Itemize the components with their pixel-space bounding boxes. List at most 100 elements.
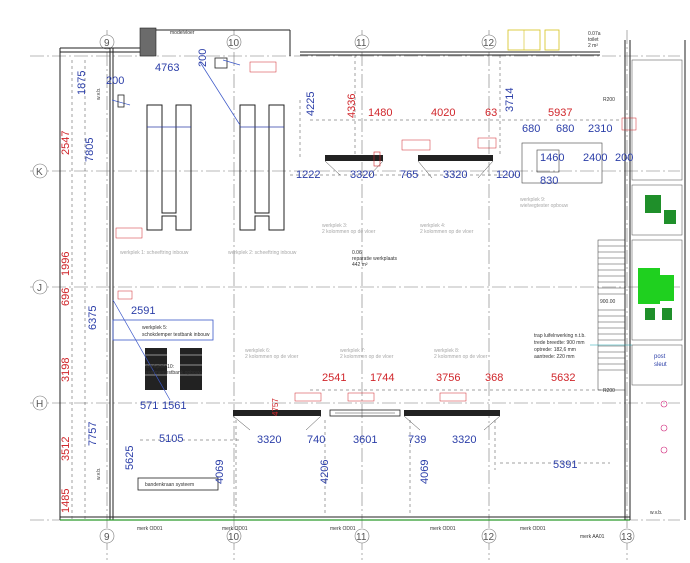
svg-text:7805: 7805 (84, 138, 96, 162)
svg-text:3320: 3320 (443, 169, 467, 181)
bottom-marks: merk OD01 merk OD01 merk OD01 merk OD01 … (137, 526, 605, 540)
toilet-room: 0.07a toilet 2 m² (507, 29, 601, 51)
svg-text:1200: 1200 (496, 169, 520, 181)
column-lift-k-west (324, 151, 384, 176)
svg-text:3756: 3756 (436, 372, 460, 384)
svg-text:2 kolommen op de vloer: 2 kolommen op de vloer (434, 354, 488, 360)
svg-text:1480: 1480 (368, 107, 392, 119)
svg-text:3198: 3198 (60, 358, 72, 382)
svg-text:3714: 3714 (504, 88, 516, 112)
grid-bubble-row-K: K (32, 163, 48, 179)
red-dimensions: 2547 1996 696 3198 3512 1485 4336 1480 4… (60, 94, 575, 513)
svg-text:sleut: sleut (654, 362, 667, 368)
svg-text:1460: 1460 (540, 152, 564, 164)
brake-tester (145, 348, 202, 390)
svg-text:2400: 2400 (583, 152, 607, 164)
grid-bubble-col-11: 11 11 (354, 34, 370, 544)
svg-text:1561: 1561 (162, 400, 186, 412)
svg-text:765: 765 (400, 169, 418, 181)
svg-text:2 kolommen op de vloer: 2 kolommen op de vloer (420, 229, 474, 235)
svg-text:4020: 4020 (431, 107, 455, 119)
svg-text:680: 680 (556, 123, 574, 135)
svg-text:1222: 1222 (296, 169, 320, 181)
svg-text:5632: 5632 (551, 372, 575, 384)
svg-text:werkplek 8:: werkplek 8: (434, 348, 459, 354)
grid-bubble-row-H: H (32, 395, 48, 411)
svg-text:1875: 1875 (76, 71, 88, 95)
svg-text:9: 9 (104, 532, 110, 543)
svg-text:830: 830 (540, 175, 558, 187)
svg-text:R200: R200 (603, 97, 615, 103)
red-annotations (115, 61, 637, 402)
svg-text:werkplek 2: scheeftring inbouw: werkplek 2: scheeftring inbouw (228, 250, 297, 256)
svg-text:w.v.b.: w.v.b. (96, 468, 102, 480)
svg-text:200: 200 (197, 49, 209, 67)
svg-text:merk OD01: merk OD01 (222, 526, 248, 532)
svg-text:post: post (654, 354, 666, 360)
grid-bubble-col-10: 10 10 (226, 34, 242, 544)
svg-text:K: K (36, 167, 43, 178)
svg-text:13: 13 (621, 532, 633, 543)
workplace-labels: werkplek 1: scheeftring inbouw werkplek … (96, 88, 662, 516)
svg-text:wielvegtester opbouw: wielvegtester opbouw (520, 203, 568, 209)
stair: 900.00 trap luifelrwerking n.t.b. trede … (534, 97, 632, 394)
svg-text:11: 11 (356, 38, 367, 49)
grid-bubble-col-13: 13 (619, 528, 635, 544)
svg-text:bandenkraan systeem: bandenkraan systeem (145, 482, 194, 488)
svg-text:7757: 7757 (87, 422, 99, 446)
svg-text:werkplek 3:: werkplek 3: (322, 223, 347, 229)
svg-text:2541: 2541 (322, 372, 346, 384)
svg-text:5105: 5105 (159, 433, 183, 445)
svg-text:merk OD01: merk OD01 (430, 526, 456, 532)
right-side-rooms: post sleut (631, 59, 683, 454)
blue-dimensions: 4763 200 200 1875 7805 4225 3714 680 680… (76, 49, 633, 484)
svg-text:merk OD01: merk OD01 (137, 526, 163, 532)
svg-text:schokdemper testbank inbouw: schokdemper testbank inbouw (142, 332, 210, 338)
column-lift-h-middle (329, 409, 401, 417)
svg-text:werkplek 10:: werkplek 10: (146, 364, 174, 370)
svg-text:4069: 4069 (214, 460, 226, 484)
svg-text:0.06: 0.06 (352, 250, 362, 256)
svg-text:w.v.b.: w.v.b. (650, 510, 662, 516)
svg-text:2 kolommen op de vloer: 2 kolommen op de vloer (340, 354, 394, 360)
svg-text:R200: R200 (603, 388, 615, 394)
svg-text:4757: 4757 (271, 398, 280, 416)
column-lift-h-west (232, 410, 322, 431)
svg-text:4225: 4225 (305, 92, 317, 116)
svg-text:werkplek 6:: werkplek 6: (245, 348, 270, 354)
svg-text:571: 571 (140, 400, 158, 412)
svg-text:werkplek 9:: werkplek 9: (520, 197, 545, 203)
svg-text:696: 696 (60, 288, 72, 306)
svg-text:9: 9 (104, 38, 110, 49)
grid-bubble-col-12: 12 12 (481, 34, 497, 544)
svg-text:739: 739 (408, 434, 426, 446)
svg-text:5391: 5391 (553, 459, 577, 471)
tyre-crane-system: bandenkraan systeem (137, 477, 219, 491)
svg-text:368: 368 (485, 372, 503, 384)
svg-text:merk OD01: merk OD01 (520, 526, 546, 532)
svg-text:1996: 1996 (60, 252, 72, 276)
svg-text:2 m²: 2 m² (588, 43, 598, 49)
svg-text:werkplek 5:: werkplek 5: (142, 325, 167, 331)
svg-text:merk OD01: merk OD01 (330, 526, 356, 532)
svg-text:4206: 4206 (319, 460, 331, 484)
svg-text:trap luifelrwerking n.t.b.: trap luifelrwerking n.t.b. (534, 333, 586, 339)
shock-absorber-tester (112, 319, 214, 341)
model-floor-room: modelvloer (139, 27, 291, 69)
svg-text:10: 10 (228, 38, 240, 49)
svg-text:12: 12 (483, 38, 495, 49)
svg-text:3320: 3320 (452, 434, 476, 446)
lift-workplace-1 (146, 104, 192, 231)
svg-text:6375: 6375 (87, 306, 99, 330)
svg-text:2 kolommen op de vloer: 2 kolommen op de vloer (245, 354, 299, 360)
svg-text:merk AA01: merk AA01 (580, 534, 605, 540)
svg-text:5937: 5937 (548, 107, 572, 119)
svg-text:werkplek 4:: werkplek 4: (420, 223, 445, 229)
svg-text:3320: 3320 (350, 169, 374, 181)
svg-text:2547: 2547 (60, 131, 72, 155)
grid-lines (30, 30, 680, 560)
svg-text:442 m²: 442 m² (352, 262, 368, 268)
svg-text:J: J (37, 283, 42, 294)
wheel-alignment-platform (521, 142, 603, 184)
